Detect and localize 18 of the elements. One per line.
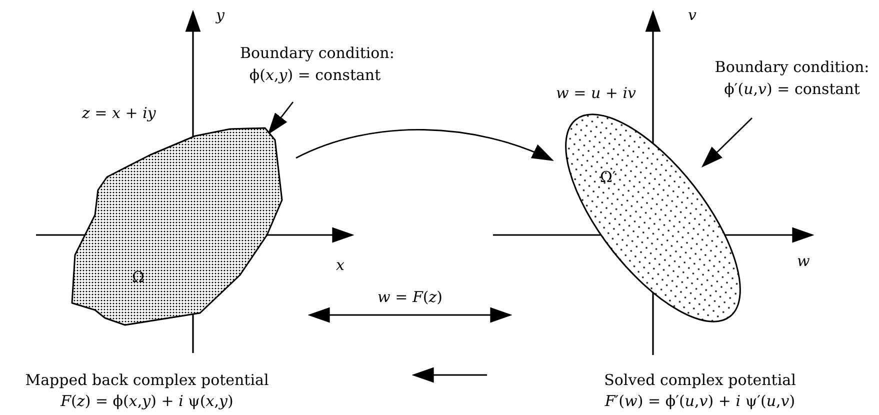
- leader-arrow: [268, 102, 294, 135]
- equation-label: w = u + iv: [556, 84, 636, 102]
- callout-heading: Boundary condition:: [714, 58, 870, 76]
- equation-label: z = x + iy: [82, 104, 156, 122]
- equation-label: F′(w) = ϕ′(u,v) + i ψ′(u,v): [604, 392, 796, 410]
- mapping-label: w = F(z): [378, 288, 442, 306]
- region-label: Ω′: [600, 168, 616, 186]
- mapping-arrow: [296, 129, 554, 161]
- axis-label: y: [216, 6, 224, 24]
- axis-label: v: [688, 6, 696, 24]
- condition-formula: ϕ(x,y) = constant: [248, 66, 382, 84]
- caption-text: Mapped back complex potential: [25, 371, 269, 389]
- condition-formula: ϕ′(u,v) = constant: [723, 80, 861, 98]
- axis-label: x: [336, 256, 344, 274]
- axis-label: w: [797, 252, 810, 270]
- caption-text: Solved complex potential: [604, 371, 796, 389]
- equation-label: F(z) = ϕ(x,y) + i ψ(x,y): [60, 392, 234, 410]
- leader-arrow: [701, 118, 752, 168]
